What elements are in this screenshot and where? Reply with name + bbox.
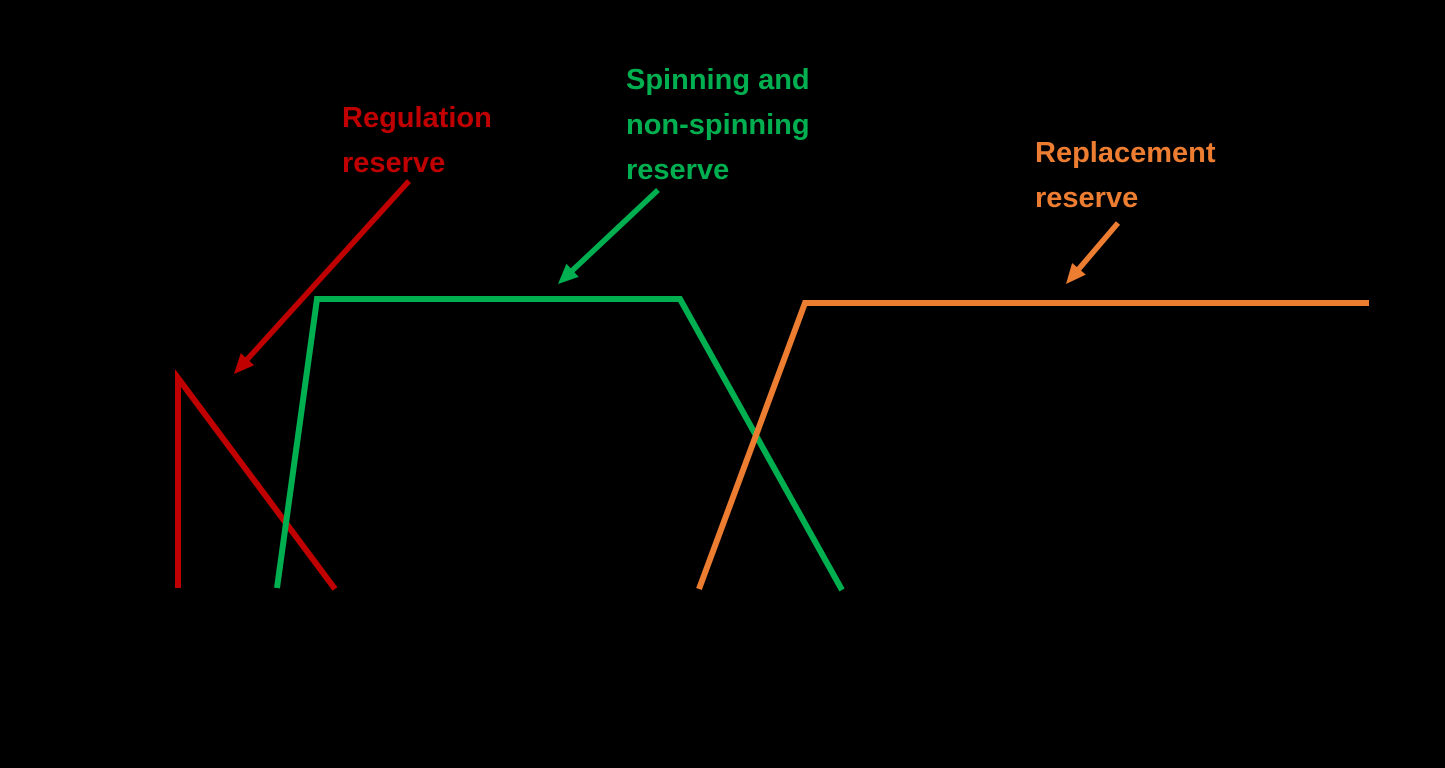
regulation-reserve-label-line1: Regulation — [342, 102, 492, 134]
spinning-and-non-spinning-reserve-line — [274, 296, 845, 592]
replacement-reserve-label: Replacement reserve — [1035, 131, 1216, 221]
spinning-arrow — [558, 187, 660, 284]
replacement-arrow — [1066, 221, 1121, 284]
regulation-reserve-line — [175, 368, 338, 591]
replacement-reserve-label-line2: reserve — [1035, 182, 1139, 214]
replacement-reserve-label-line1: Replacement — [1035, 137, 1216, 169]
replacement-reserve-line — [696, 300, 1369, 591]
spinning-reserve-label: Spinning and non-spinning reserve — [626, 58, 810, 193]
regulation-reserve-label-line2: reserve — [342, 147, 446, 179]
spinning-reserve-label-line1: Spinning and — [626, 64, 810, 96]
regulation-reserve-label: Regulation reserve — [342, 96, 492, 186]
spinning-reserve-label-line3: reserve — [626, 154, 730, 186]
spinning-reserve-label-line2: non-spinning — [626, 109, 810, 141]
regulation-arrow — [234, 179, 412, 374]
